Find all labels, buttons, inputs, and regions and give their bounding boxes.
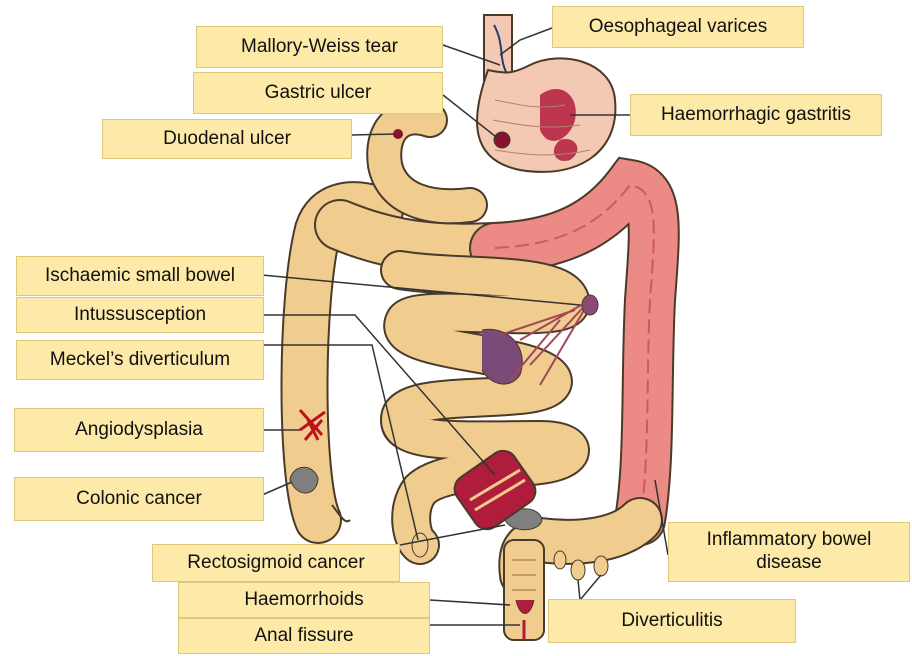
label-colonic-cancer: Colonic cancer xyxy=(14,477,264,521)
label-inflammatory-bowel-disease: Inflammatory bowel disease xyxy=(668,522,910,582)
label-rectosigmoid-cancer: Rectosigmoid cancer xyxy=(152,544,400,582)
label-anal-fissure: Anal fissure xyxy=(178,618,430,654)
label-intussusception: Intussusception xyxy=(16,297,264,333)
label-meckels-diverticulum: Meckel’s diverticulum xyxy=(16,340,264,380)
label-gastric-ulcer: Gastric ulcer xyxy=(193,72,443,114)
label-mallory-weiss-tear: Mallory-Weiss tear xyxy=(196,26,443,68)
large-bowel xyxy=(280,156,680,641)
leader-lines xyxy=(261,27,669,626)
label-duodenal-ulcer: Duodenal ulcer xyxy=(102,119,352,159)
label-ischaemic-small-bowel: Ischaemic small bowel xyxy=(16,256,264,296)
upper-gi xyxy=(366,14,617,225)
label-haemorrhoids: Haemorrhoids xyxy=(178,582,430,618)
small-bowel xyxy=(379,250,599,565)
label-diverticulitis: Diverticulitis xyxy=(548,599,796,643)
ibd-line-1: Inflammatory bowel xyxy=(706,529,872,551)
label-angiodysplasia: Angiodysplasia xyxy=(14,408,264,452)
ibd-line-2: disease xyxy=(756,552,822,573)
label-oesophageal-varices: Oesophageal varices xyxy=(552,6,804,48)
label-haemorrhagic-gastritis: Haemorrhagic gastritis xyxy=(630,94,882,136)
